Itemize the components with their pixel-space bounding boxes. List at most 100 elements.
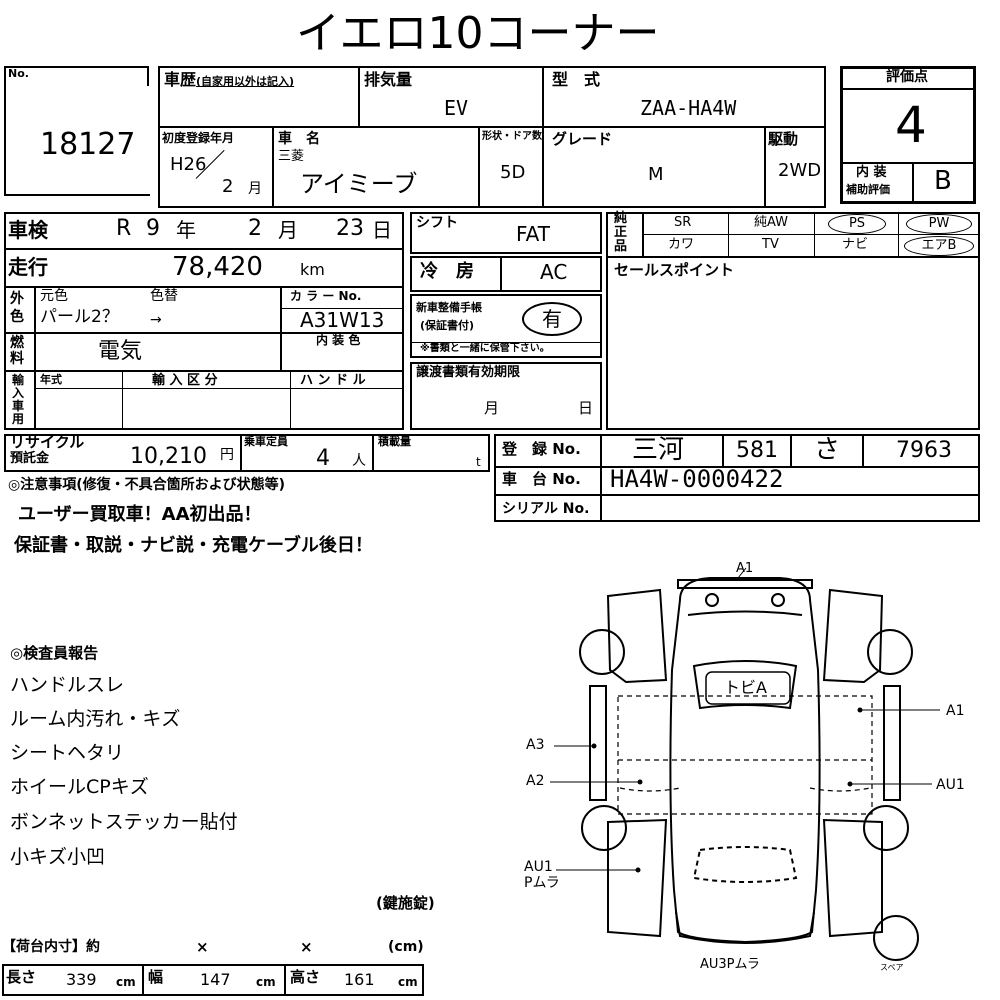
chassis-label: 車 台 No. [502, 470, 581, 488]
equip-pw: PW [906, 214, 972, 234]
grade-value: M [648, 164, 664, 185]
history-label: 車歴(自家用以外は記入) [164, 70, 295, 89]
cargo-height-unit: cm [398, 975, 418, 989]
manual-label: 新車整備手帳 [416, 301, 482, 314]
left-door [589, 685, 607, 801]
notes-label: ◎注意事項(修復・不具合箇所および状態等) [8, 477, 286, 493]
inspection-day-unit: 日 [372, 218, 392, 242]
interior-score: B [934, 166, 952, 196]
front-light-right [771, 593, 785, 607]
registration-region: 三河 [632, 435, 685, 465]
mileage-value: 78,420 [172, 252, 263, 282]
lot-number: 18127 [40, 127, 136, 162]
color-no: A31W13 [300, 308, 385, 332]
wheel-rear-left [581, 805, 627, 851]
specs-table [4, 212, 404, 430]
aircon-box [410, 256, 602, 292]
cargo-width: 147 [200, 970, 231, 989]
right-door [883, 685, 901, 801]
recycle-value: 10,210 [130, 444, 207, 469]
diagram-label-roof: トビA [724, 678, 767, 697]
recycle-label-2: 預託金 [10, 451, 50, 466]
displacement-value: EV [444, 96, 469, 120]
inspector-item: ボンネットステッカー貼付 [10, 811, 238, 833]
equip-navi: ナビ [842, 237, 869, 252]
cargo-length-label: 長さ [6, 968, 37, 986]
equip-airbag: エアB [904, 236, 974, 256]
vehicle-info-grid [158, 66, 826, 208]
inspection-label: 車検 [8, 218, 48, 242]
first-reg-label: 初度登録年月 [162, 131, 235, 145]
score-box [840, 66, 976, 204]
manual-note: ※書類と一緒に保管下さい。 [420, 343, 550, 354]
import-side-label: 輸入車用 [12, 373, 25, 426]
car-maker: 三菱 [278, 149, 305, 164]
notes-line-1: ユーザー買取車！AA初出品！ [18, 504, 262, 525]
car-name: アイミーブ [300, 170, 418, 198]
cargo-dims-box [2, 964, 424, 996]
registration-label: 登 録 No. [502, 440, 581, 458]
color-side-label: 外色 [10, 291, 24, 325]
capacity-value: 4 [316, 446, 330, 471]
equip-leather: カワ [668, 237, 695, 252]
equip-ps: PS [828, 214, 886, 234]
mileage-unit: km [300, 260, 325, 279]
drive-value: 2WD [778, 160, 822, 181]
first-reg-year: H26 [170, 154, 207, 175]
model-label: 型 式 [552, 70, 601, 89]
shift-box [410, 212, 602, 254]
registration-kana: さ [814, 435, 841, 465]
displacement-label: 排気量 [364, 70, 413, 89]
inspection-year-unit: 年 [176, 218, 196, 242]
first-reg-month: 2 [222, 176, 234, 197]
car-name-label: 車 名 [278, 131, 320, 147]
lot-number-box [4, 66, 150, 196]
registration-class: 581 [736, 438, 778, 463]
rear-bumper [675, 911, 815, 944]
color-arrow: → [150, 312, 162, 328]
inspection-era: R [116, 216, 132, 241]
cargo-unit: (cm) [388, 939, 424, 955]
inspector-item: ルーム内汚れ・キズ [10, 708, 181, 730]
diagram-label-rear: AU3Pムラ [700, 957, 760, 972]
wheel-front-right [867, 629, 913, 675]
cargo-width-unit: cm [256, 975, 276, 989]
chassis-value: HA4W-0000422 [610, 465, 784, 493]
equip-alloy-wheel: 純AW [754, 215, 789, 230]
left-rear-fender [607, 818, 668, 938]
recycle-label-1: リサイクル [10, 433, 85, 451]
first-reg-month-unit: 月 [248, 181, 262, 197]
shift-value: FAT [516, 222, 551, 246]
cargo-width-label: 幅 [148, 968, 164, 986]
original-color-label: 元色 [40, 288, 68, 304]
grade-label: グレード [552, 130, 613, 148]
cargo-height-label: 高さ [290, 968, 321, 986]
cargo-length: 339 [66, 970, 97, 989]
mileage-label: 走行 [8, 255, 48, 279]
key-note: (鍵施錠) [376, 894, 435, 912]
original-color-value: パール2？ [40, 307, 119, 327]
interior-color-label: 内 装 色 [316, 333, 361, 347]
fuel-label: 燃料 [10, 335, 24, 367]
rear-window [692, 846, 798, 883]
import-handle-label: ハ ン ド ル [300, 373, 366, 388]
manual-sub-label: (保証書付) [420, 319, 475, 332]
body-value: 5D [500, 162, 526, 183]
diagram-label-left-lower-2: Pムラ [524, 875, 560, 891]
equipment-box [606, 212, 980, 430]
inspector-item: ハンドルスレ [10, 674, 125, 696]
transfer-box [410, 362, 602, 430]
repaint-color-label: 色替 [150, 288, 178, 304]
front-bumper [677, 579, 813, 589]
diagram-label-right-upper: A1 [946, 703, 965, 719]
aircon-value: AC [540, 260, 568, 284]
diagram-label-front: A1 [736, 561, 754, 576]
lot-no-label: No. [8, 67, 29, 80]
score-label: 評価点 [886, 69, 928, 85]
transfer-month-unit: 月 [484, 399, 500, 417]
import-year-label: 年式 [40, 373, 62, 386]
cargo-x2: × [300, 938, 313, 956]
load-unit: t [476, 455, 481, 469]
diagram-label-spare: スペア [880, 963, 904, 972]
shift-label: シフト [416, 215, 458, 231]
